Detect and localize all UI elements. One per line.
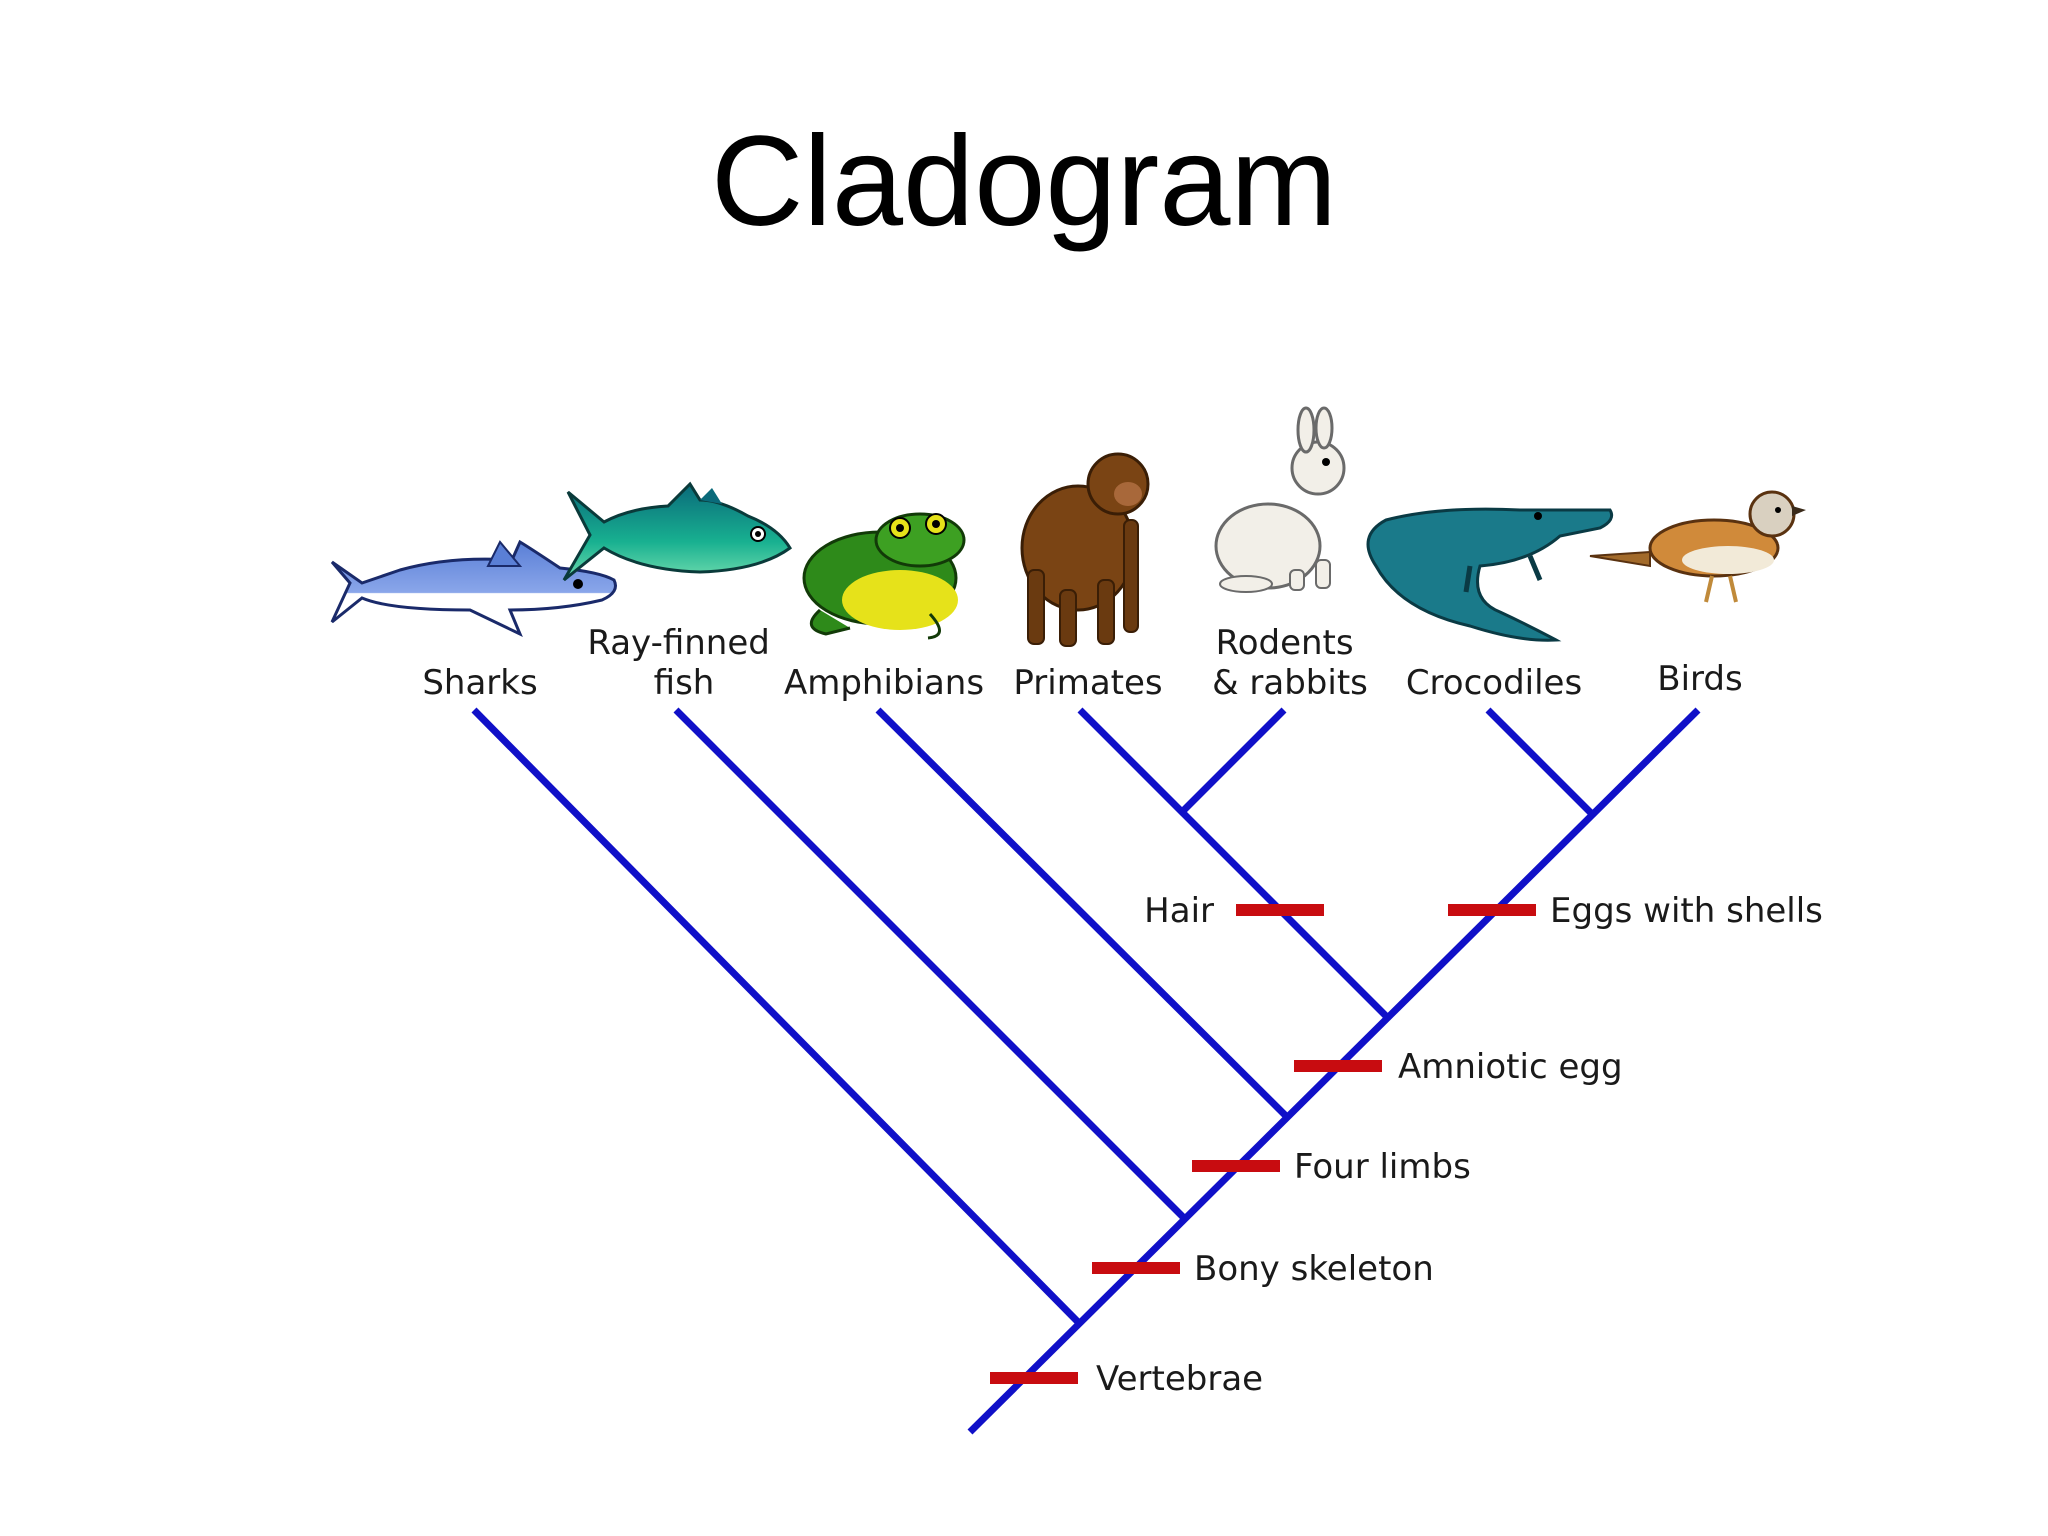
taxon-label-rodents-rabbits: Rodents & rabbits	[1212, 623, 1368, 703]
taxon-label-crocodiles: Crocodiles	[1406, 663, 1582, 703]
trait-label-bony-skeleton: Bony skeleton	[1194, 1249, 1434, 1289]
trait-label-hair: Hair	[1144, 891, 1214, 931]
branch-crocodiles	[1485, 707, 1595, 817]
taxon-label-sharks: Sharks	[422, 663, 537, 703]
branch-amphibians	[875, 707, 1289, 1119]
crocodile-icon	[1366, 507, 1614, 642]
trait-markers	[990, 904, 1536, 1384]
fish-icon	[562, 481, 792, 582]
taxon-label-amphibians: Amphibians	[784, 663, 984, 703]
page-title: Cladogram	[710, 110, 1338, 253]
branch-mammals	[1077, 707, 1389, 1019]
taxon-label-birds: Birds	[1657, 659, 1742, 699]
rabbit-icon	[1214, 406, 1346, 593]
taxon-label-primates: Primates	[1013, 663, 1162, 703]
frog-icon	[802, 512, 966, 640]
ape-icon	[1020, 452, 1150, 647]
taxon-labels: Sharks Ray-finned fish Amphibians Primat…	[422, 623, 1742, 703]
trait-label-eggs-with-shells: Eggs with shells	[1550, 891, 1823, 931]
trait-labels: Vertebrae Bony skeleton Four limbs Amnio…	[1096, 891, 1823, 1399]
trait-label-vertebrae: Vertebrae	[1096, 1359, 1263, 1399]
shark-icon	[330, 539, 617, 638]
branch-ray-finned-fish	[673, 707, 1187, 1221]
bird-icon	[1589, 490, 1806, 603]
trait-label-four-limbs: Four limbs	[1294, 1147, 1471, 1187]
branch-sharks	[471, 707, 1081, 1325]
branch-rodents-rabbits	[1179, 707, 1287, 815]
taxon-label-ray-finned-fish: Ray-finned fish	[587, 623, 780, 703]
trait-label-amniotic-egg: Amniotic egg	[1398, 1047, 1623, 1087]
